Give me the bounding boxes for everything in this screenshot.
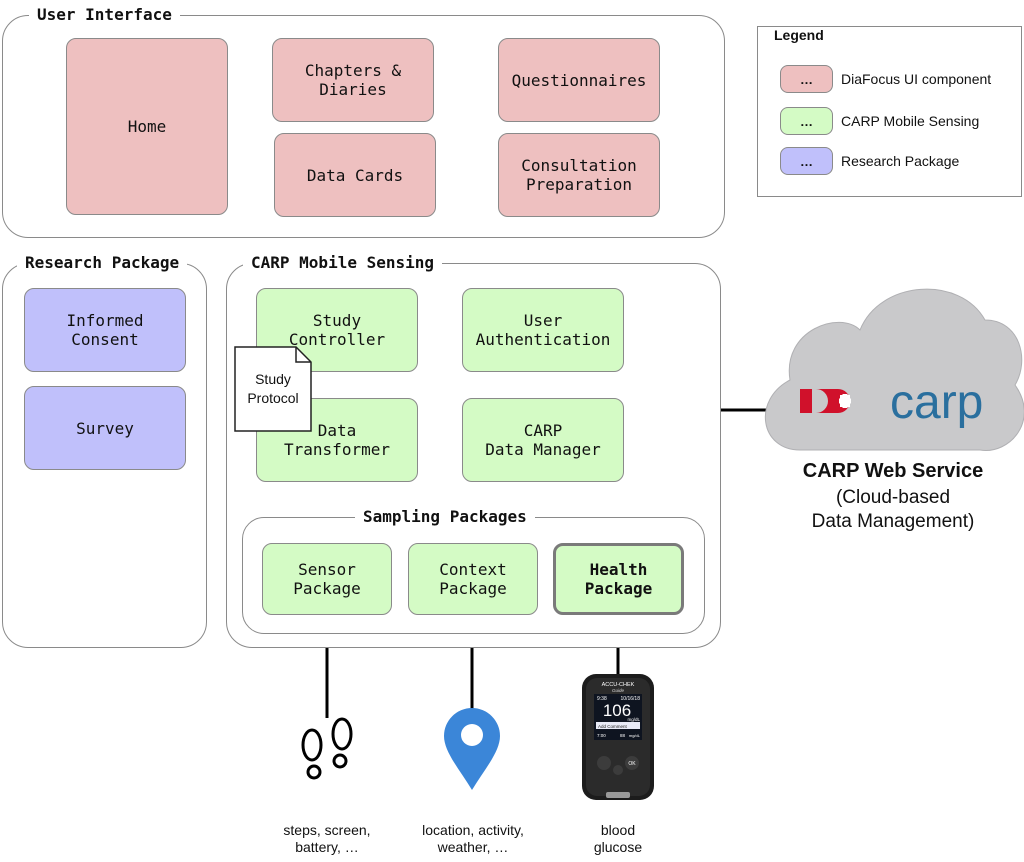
- consultation-preparation-component[interactable]: Consultation Preparation: [498, 133, 660, 217]
- legend: Legend … DiaFocus UI component … CARP Mo…: [757, 26, 1022, 197]
- sampling-packages-title: Sampling Packages: [355, 507, 535, 527]
- sensor-caption: steps, screen, battery, …: [283, 822, 371, 855]
- legend-swatch-carp: …: [780, 107, 833, 135]
- legend-label-ui: DiaFocus UI component: [841, 71, 992, 87]
- web-service-title: CARP Web Service: [802, 460, 984, 482]
- legend-swatch-research: …: [780, 147, 833, 175]
- health-package-component[interactable]: Health Package: [553, 543, 684, 615]
- data-cards-component[interactable]: Data Cards: [274, 133, 436, 217]
- carp-mobile-sensing-title: CARP Mobile Sensing: [243, 253, 443, 273]
- home-component[interactable]: Home: [66, 38, 228, 215]
- context-package-component[interactable]: Context Package: [408, 543, 538, 615]
- web-service-subtitle: (Cloud-based Data Management): [811, 487, 975, 532]
- research-package-title: Research Package: [17, 253, 188, 273]
- legend-label-research: Research Package: [841, 153, 960, 169]
- informed-consent-component[interactable]: Informed Consent: [24, 288, 186, 372]
- sensor-package-component[interactable]: Sensor Package: [262, 543, 392, 615]
- user-authentication-component[interactable]: User Authentication: [462, 288, 624, 372]
- health-caption: blood glucose: [593, 822, 643, 855]
- context-caption: location, activity, weather, …: [422, 822, 524, 855]
- study-protocol-label: Study Protocol: [247, 371, 299, 406]
- user-interface-title: User Interface: [29, 5, 180, 25]
- legend-swatch-ui: …: [780, 65, 833, 93]
- chapters-diaries-component[interactable]: Chapters & Diaries: [272, 38, 434, 122]
- legend-title: Legend: [774, 27, 824, 43]
- study-controller-component[interactable]: Study Controller: [256, 288, 418, 372]
- questionnaires-component[interactable]: Questionnaires: [498, 38, 660, 122]
- study-protocol-document-icon: [234, 346, 312, 432]
- survey-component[interactable]: Survey: [24, 386, 186, 470]
- carp-data-manager-component[interactable]: CARP Data Manager: [462, 398, 624, 482]
- legend-label-carp: CARP Mobile Sensing: [841, 113, 980, 129]
